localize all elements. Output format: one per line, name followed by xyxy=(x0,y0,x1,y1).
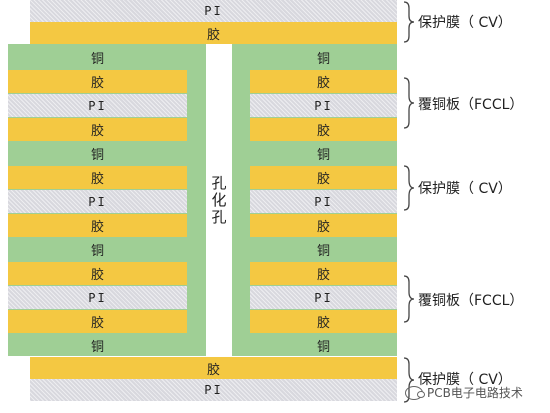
layer-label: 胶 xyxy=(90,268,104,283)
glue-layer: 胶 xyxy=(8,214,187,237)
pi-layer: PI xyxy=(8,190,187,213)
glue-layer: 胶 xyxy=(8,118,187,141)
layer-label: PI xyxy=(314,98,333,113)
copper-layer: 铜 xyxy=(8,238,187,261)
layer-label: 铜 xyxy=(90,244,104,259)
layer-label: 胶 xyxy=(206,362,220,378)
copper-layer: 铜 xyxy=(250,238,397,261)
label-coverlay-bottom: 保护膜（ CV） xyxy=(418,372,512,388)
glue-layer: 胶 xyxy=(250,214,397,237)
layer-label: 胶 xyxy=(206,27,220,43)
layer-label: PI xyxy=(204,4,223,18)
glue-layer: 胶 xyxy=(8,310,187,333)
layer-label: 胶 xyxy=(316,316,330,331)
watermark-text: PCB电子电路技术 xyxy=(427,386,523,400)
layer-label: 胶 xyxy=(90,76,104,91)
pi-layer: PI xyxy=(250,94,397,117)
glue-layer: 胶 xyxy=(250,70,397,93)
bottom-pi-layer: PI xyxy=(30,379,397,401)
layer-label: 铜 xyxy=(316,52,330,67)
brace-cv-top xyxy=(403,1,415,43)
pi-layer: PI xyxy=(8,94,187,117)
layer-label: PI xyxy=(88,290,107,305)
top-pi-layer: PI xyxy=(30,0,397,22)
top-glue-layer: 胶 xyxy=(30,22,397,44)
layer-label: 胶 xyxy=(316,268,330,283)
glue-layer: 胶 xyxy=(8,166,187,189)
layer-label: 铜 xyxy=(90,339,104,355)
layer-label: 胶 xyxy=(90,220,104,235)
pi-layer: PI xyxy=(8,286,187,309)
label-fccl-1: 覆铜板（FCCL） xyxy=(418,97,524,113)
layer-label: 胶 xyxy=(316,172,330,187)
layer-label: 铜 xyxy=(90,52,104,67)
copper-layer: 铜 xyxy=(8,142,187,165)
layer-label: 胶 xyxy=(316,76,330,91)
layer-label: 铜 xyxy=(316,244,330,259)
layer-label: 胶 xyxy=(90,172,104,187)
brace-lines xyxy=(403,1,415,403)
watermark: PCB电子电路技术 xyxy=(405,384,523,401)
layer-label: PI xyxy=(88,98,107,113)
brace-cv-mid xyxy=(403,165,415,211)
label-coverlay-top: 保护膜（ CV） xyxy=(418,15,512,31)
glue-layer: 胶 xyxy=(8,262,187,285)
layer-label: 胶 xyxy=(90,124,104,139)
layer-label: 铜 xyxy=(90,148,104,163)
label-coverlay-mid: 保护膜（ CV） xyxy=(418,181,512,197)
pi-layer: PI xyxy=(250,286,397,309)
layer-label: PI xyxy=(314,194,333,209)
plated-hole: 孔化孔 xyxy=(206,44,232,356)
layer-label: 胶 xyxy=(90,316,104,331)
layer-label: PI xyxy=(314,290,333,305)
hole-label: 孔化孔 xyxy=(208,170,230,230)
glue-layer: 胶 xyxy=(8,70,187,93)
glue-layer: 胶 xyxy=(250,166,397,189)
layer-label: 铜 xyxy=(316,148,330,163)
bottom-glue-layer: 胶 xyxy=(30,357,397,379)
layer-label: 胶 xyxy=(316,124,330,139)
layer-label: 胶 xyxy=(316,220,330,235)
glue-layer: 胶 xyxy=(250,118,397,141)
glue-layer: 胶 xyxy=(250,310,397,333)
brace-fccl-2 xyxy=(403,275,415,323)
copper-layer: 铜 xyxy=(250,334,397,356)
wechat-icon xyxy=(405,385,425,400)
label-fccl-2: 覆铜板（FCCL） xyxy=(418,293,524,309)
layer-label: PI xyxy=(88,194,107,209)
copper-layer: 铜 xyxy=(8,46,187,69)
glue-layer: 胶 xyxy=(250,262,397,285)
brace-fccl-1 xyxy=(403,77,415,129)
layer-label: PI xyxy=(204,383,223,397)
pi-layer: PI xyxy=(250,190,397,213)
copper-layer: 铜 xyxy=(250,142,397,165)
copper-layer: 铜 xyxy=(250,46,397,69)
layer-label: 铜 xyxy=(316,339,330,355)
copper-layer: 铜 xyxy=(8,334,187,356)
